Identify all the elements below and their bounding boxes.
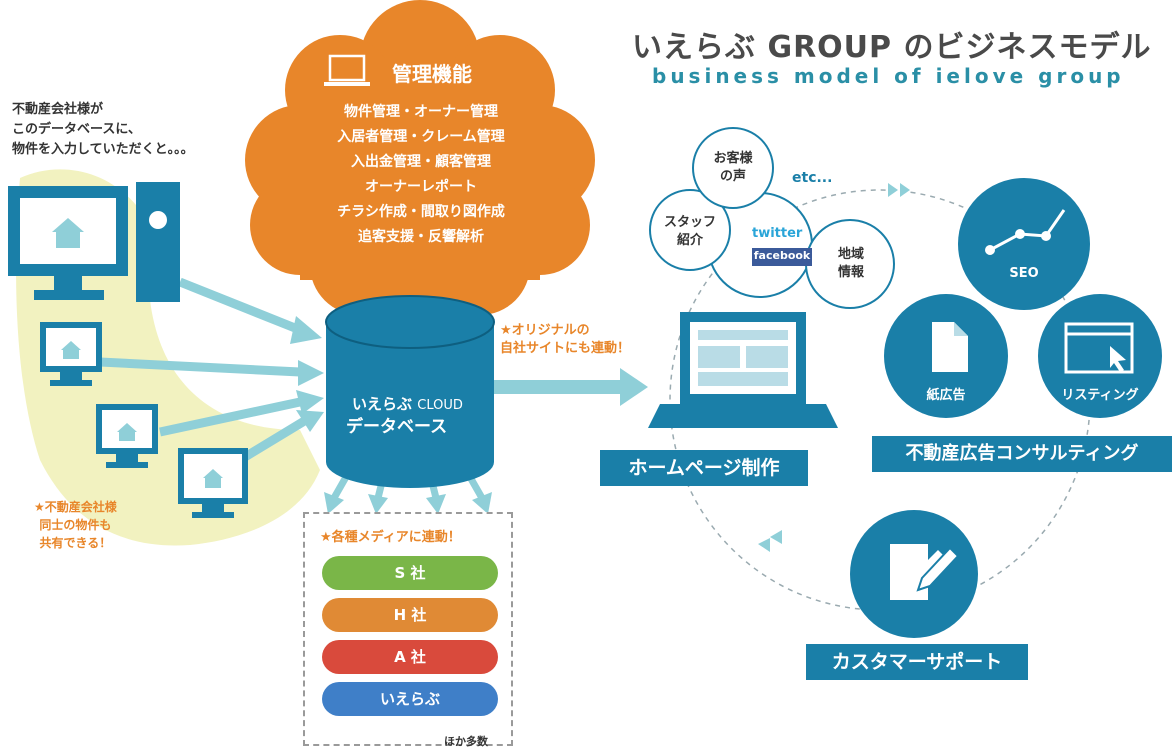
- facebook-label: facebook: [753, 249, 811, 262]
- computer-2: [40, 322, 102, 386]
- social-bubbles: [649, 127, 895, 309]
- media-h-company: H 社: [322, 598, 498, 632]
- input-arrows: [99, 277, 324, 464]
- twitter-label: twitter: [752, 226, 803, 241]
- management-items: 物件管理・オーナー管理 入居者管理・クレーム管理 入出金管理・顧客管理 オーナー…: [296, 100, 546, 250]
- seo-label: SEO: [1009, 266, 1039, 281]
- management-title: 管理機能: [392, 62, 472, 86]
- share-note: ★不動産会社様 同士の物件も 共有できる！: [34, 500, 117, 550]
- etc-label: etc...: [792, 170, 833, 186]
- original-site-note: ★オリジナルの 自社サイトにも連動！: [500, 323, 631, 356]
- management-item: 物件管理・オーナー管理: [344, 104, 498, 120]
- area-info-label: 地域 情報: [837, 247, 864, 280]
- management-item: 追客支援・反響解析: [358, 229, 484, 245]
- database-brand-logo: いえらぶ: [352, 395, 413, 413]
- media-s-company: S 社: [322, 556, 498, 590]
- paper-ad-label: 紙広告: [926, 388, 966, 403]
- cycle-chevron-top: [888, 183, 910, 197]
- paper-ad-circle: [884, 294, 1008, 418]
- listing-label: リスティング: [1061, 388, 1139, 403]
- database-cylinder: [325, 295, 495, 488]
- support-banner: カスタマーサポート: [806, 644, 1028, 680]
- facebook-badge: [752, 248, 812, 266]
- staff-label: スタッフ 紹介: [663, 215, 716, 248]
- management-item: チラシ作成・間取り図作成: [337, 204, 505, 220]
- management-item: 入居者管理・クレーム管理: [337, 129, 505, 145]
- main-computer: [8, 182, 180, 302]
- consulting-banner: 不動産広告コンサルティング: [872, 436, 1172, 472]
- listing-circle: [1038, 294, 1162, 418]
- database-brand: いえらぶ CLOUD: [352, 393, 463, 414]
- site-arrow: [494, 368, 648, 406]
- seo-circle: [958, 178, 1090, 310]
- page-title: いえらぶ GROUP のビジネスモデル: [632, 30, 1152, 65]
- cycle-chevron-bottom: [758, 530, 782, 552]
- page-subtitle: business model of ielove group: [652, 64, 1125, 88]
- media-header: ★各種メディアに連動！: [320, 530, 461, 545]
- computer-3: [96, 404, 158, 468]
- management-item: 入出金管理・顧客管理: [351, 154, 491, 170]
- laptop-icon: [324, 54, 370, 86]
- support-circle: [850, 510, 978, 638]
- intro-text: 不動産会社様が このデータベースに、 物件を入力していただくと。。。: [12, 102, 194, 157]
- voice-label: お客様 の声: [713, 151, 753, 184]
- computer-4: [178, 448, 248, 518]
- database-label: データベース: [346, 417, 448, 437]
- homepage-laptop: [648, 312, 838, 428]
- media-more: ほか多数: [444, 735, 488, 748]
- management-item: オーナーレポート: [365, 179, 477, 195]
- database-cloud: CLOUD: [417, 398, 463, 413]
- media-a-company: A 社: [322, 640, 498, 674]
- media-ielove: いえらぶ: [322, 682, 498, 716]
- homepage-banner: ホームページ制作: [600, 450, 808, 486]
